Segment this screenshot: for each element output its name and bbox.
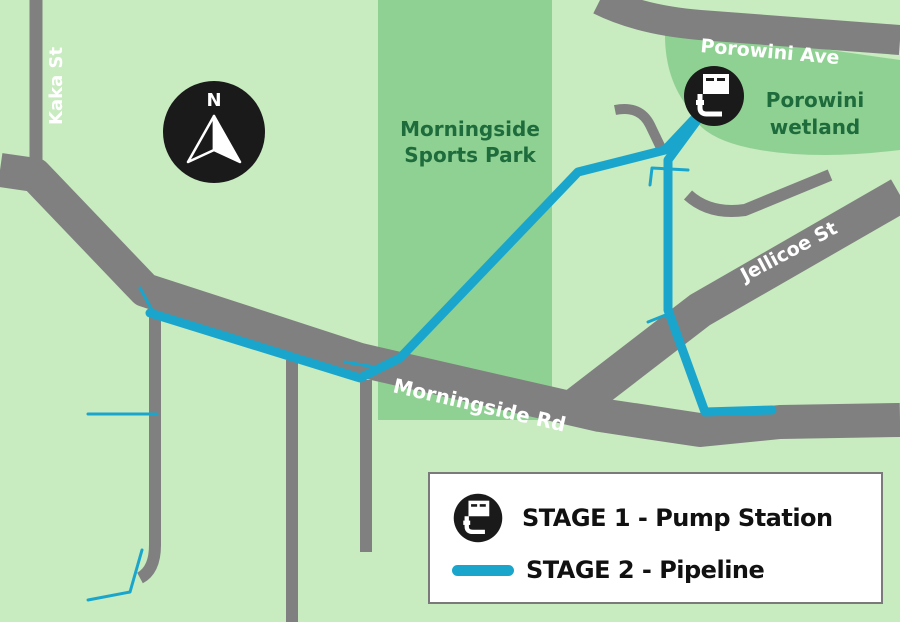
road-side-4 [614,104,667,153]
north-arrow-icon: N [163,81,265,183]
pipeline-branch-2 [343,360,377,369]
pump-station-icon [453,493,503,543]
label-kaka-st: Kaka St [46,47,67,125]
label-sports-park-line1: Morningside [400,117,540,141]
pipeline-branch-4 [86,548,144,602]
label-wetland-line2: wetland [770,115,861,139]
pipeline-main-west [145,95,717,383]
pipeline-branch-1 [138,286,154,312]
pipeline-branch-6 [648,166,690,187]
pipeline-main-south [663,95,777,417]
compass-n-label: N [206,90,221,111]
pipeline-branch-5 [646,312,670,324]
legend-stage2-label: STAGE 2 - Pipeline [526,556,765,584]
pump-station-icon [684,66,744,126]
road-porowini-ave [593,0,900,55]
road-jellicoe-st [559,179,900,425]
label-wetland-line1: Porowini [766,88,864,112]
road-morningside-rd [0,153,900,447]
legend-stage1-label: STAGE 1 - Pump Station [522,504,833,532]
label-sports-park-line2: Sports Park [404,143,536,167]
pipeline-swatch [452,564,514,576]
road-side-1 [136,300,161,584]
legend-row-stage2: STAGE 2 - Pipeline [452,556,765,584]
legend-row-stage1: STAGE 1 - Pump Station [452,492,833,544]
road-side-5 [683,169,833,217]
map-legend: STAGE 1 - Pump Station STAGE 2 - Pipelin… [428,472,883,604]
